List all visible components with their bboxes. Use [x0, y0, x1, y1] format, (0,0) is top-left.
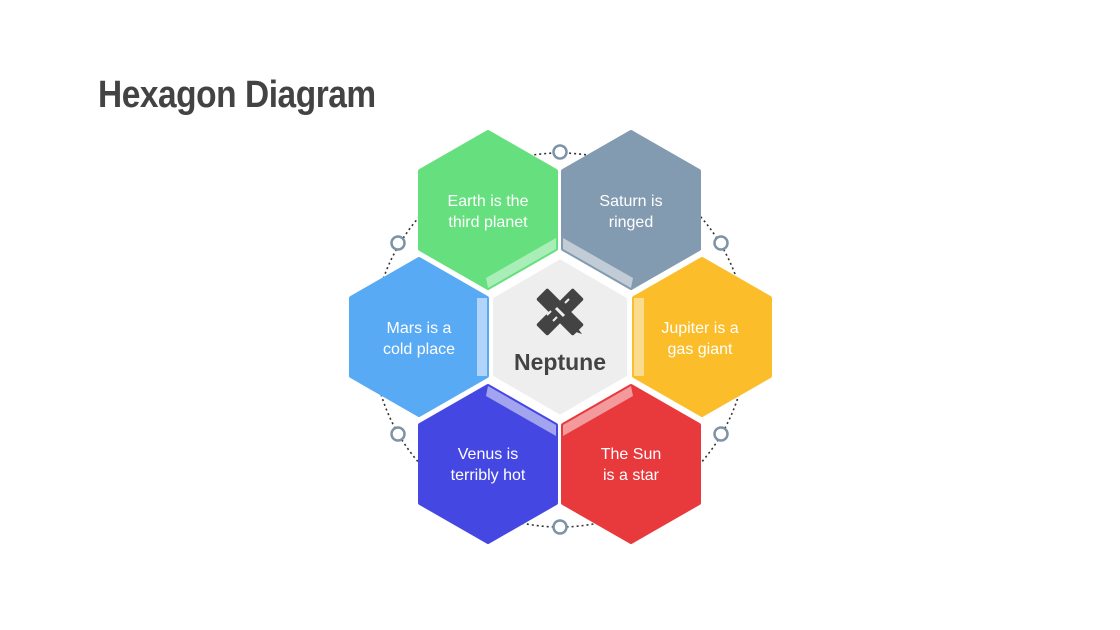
hexagon-venus: Venus is terribly hot: [418, 384, 558, 544]
hexagon-label-line1: Saturn is: [599, 193, 662, 210]
ring-nodes: [390, 144, 729, 535]
hexagon-shade: [563, 386, 633, 436]
pencil-ruler-icon-detail: [546, 298, 582, 334]
page-title: Hexagon Diagram: [98, 74, 376, 116]
ring-node-top: [552, 144, 568, 160]
hexagon-label-line2: terribly hot: [451, 467, 526, 484]
hexagon-label-line2: is a star: [603, 467, 660, 484]
hexagon-jupiter: Jupiter is a gas giant: [632, 257, 772, 417]
hexagon-shade: [486, 386, 556, 436]
hexagon-shade: [634, 298, 644, 376]
ring-node-top-left: [390, 235, 406, 251]
hexagon-label-line1: Mars is a: [387, 320, 452, 337]
hexagon-label-line1: Jupiter is a: [661, 320, 738, 337]
hexagon-label-line1: The Sun: [601, 446, 661, 463]
hexagon-sun: The Sun is a star: [561, 384, 701, 544]
ring-node-bottom: [552, 519, 568, 535]
hexagon-shade: [486, 238, 556, 288]
ring-node-top-right: [713, 235, 729, 251]
ring-node-bottom-right: [713, 426, 729, 442]
hexagon-label-line2: cold place: [383, 341, 455, 358]
hexagon-label-line1: Earth is the: [448, 193, 529, 210]
hexagon-saturn: Saturn is ringed: [561, 130, 701, 290]
hexagon-label-line2: ringed: [609, 214, 653, 231]
hexagon-earth: Earth is the third planet: [418, 130, 558, 290]
center-label: Neptune: [514, 349, 606, 375]
ring-node-bottom-left: [390, 426, 406, 442]
hexagon-label-line1: Venus is: [458, 446, 518, 463]
hexagon-shade: [563, 238, 633, 288]
hexagon-label-line2: third planet: [448, 214, 528, 231]
hexagon-label-line2: gas giant: [668, 341, 733, 358]
center-hexagon: Neptune: [489, 255, 631, 419]
hexagon-shade: [477, 298, 487, 376]
hexagon-mars: Mars is a cold place: [349, 257, 489, 417]
